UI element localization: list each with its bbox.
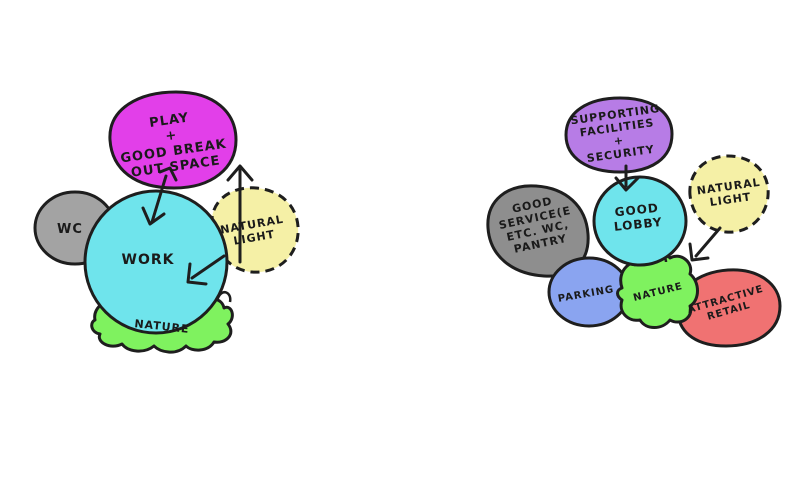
right-bubble-diagram: SUPPORTINGFACILITIES+SECURITY GOODSERVIC… bbox=[486, 96, 782, 348]
arrow-light-work bbox=[186, 254, 226, 286]
label-line: + bbox=[613, 134, 625, 148]
supporting-facilities-label: SUPPORTINGFACILITIES+SECURITY bbox=[570, 102, 667, 167]
label-line: WORK bbox=[122, 252, 175, 268]
label-line: NATURE bbox=[134, 317, 190, 336]
play-bubble bbox=[108, 90, 238, 190]
play-label: PLAY+GOOD BREAKOUT SPACE bbox=[115, 106, 230, 182]
label-line: LOBBY bbox=[613, 215, 663, 234]
label-line: PLAY bbox=[148, 110, 190, 130]
label-line: GOOD bbox=[614, 201, 659, 220]
work-bubble bbox=[83, 189, 229, 335]
arrow-play-work bbox=[141, 166, 178, 226]
lobby-bubble bbox=[592, 175, 688, 267]
natural-light-bubble-right bbox=[688, 154, 770, 234]
supporting-facilities-bubble bbox=[564, 96, 674, 174]
arrow-light-up bbox=[226, 164, 254, 264]
label-line: LIGHT bbox=[709, 190, 752, 209]
natural-light-bubble-left bbox=[210, 186, 300, 274]
work-label: WORK bbox=[122, 252, 175, 268]
arrow-supporting-lobby bbox=[614, 164, 640, 192]
services-bubble bbox=[486, 184, 590, 278]
wc-label: WC bbox=[57, 222, 83, 237]
lobby-label: GOODLOBBY bbox=[612, 201, 663, 234]
left-bubble-diagram: PLAY+GOOD BREAKOUT SPACE WC WORK NATURAL… bbox=[33, 90, 300, 354]
retail-bubble bbox=[676, 268, 782, 348]
arrow-light-nature bbox=[688, 226, 722, 262]
nature-label-left: NATURE bbox=[134, 317, 190, 336]
label-line: WC bbox=[57, 222, 83, 237]
label-line: + bbox=[165, 128, 179, 145]
